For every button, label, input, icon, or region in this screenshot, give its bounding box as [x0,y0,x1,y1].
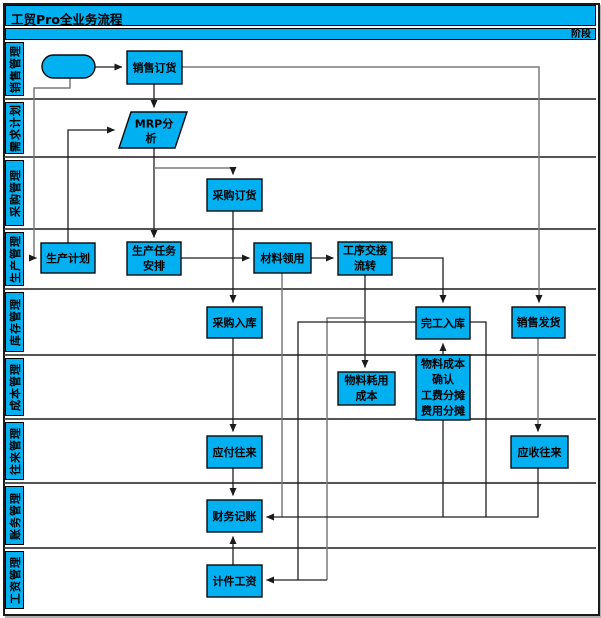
node-production-plan [40,242,96,274]
node-receivables-label: 应收往来 [518,445,563,459]
node-completion-receipt-label: 完工入库 [421,316,465,330]
node-bookkeeping-label: 财务记账 [212,509,257,523]
node-mrp-analysis-label-2: 析 [146,131,157,145]
node-mrp-analysis [118,111,188,149]
node-piece-wage-label: 计件工资 [213,574,257,588]
node-material-cost [337,371,396,406]
lane-label-payroll-mgmt: 工资管理 [5,551,24,609]
node-completion-receipt [415,306,471,340]
node-sales-delivery-label: 销售发货 [517,315,561,329]
node-cost-confirmation-label-2: 确认 [432,372,455,386]
stage-label: 阶段 [571,29,591,40]
node-purchase-order-label: 采购订货 [212,188,257,202]
edge-receivables-to-bookkeeping [266,468,539,521]
diagram-frame [3,3,600,616]
lane-label-cost-mgmt: 成本管理 [5,358,24,416]
node-production-task [126,241,182,276]
node-payables [206,435,263,469]
connectors [29,63,543,584]
node-purchase-order [206,178,263,212]
edge-mrp-to-purchase-order [154,167,237,175]
title-bar: 工贸Pro全业务流程 [5,5,596,27]
node-material-requisition [253,242,312,274]
lane-boundaries [4,98,596,549]
node-purchase-receipt [206,306,263,339]
nodes: 销售订货 MRP分 析 采购订货 生产计划 生产任务 安排 材料领用 工序交接 … [40,50,569,598]
lane-label-transaction-mgmt: 往来管理 [5,422,24,480]
page-title: 工贸Pro全业务流程 [11,12,123,27]
node-sales-order [126,50,183,85]
node-process-handover-label-2: 流转 [354,259,376,273]
node-sales-delivery [511,306,566,339]
node-material-requisition-label: 材料领用 [261,251,305,265]
edge-sales-order-to-sales-delivery [182,66,543,303]
node-purchase-receipt-label: 采购入库 [212,316,257,330]
node-process-handover [337,241,393,276]
lane-label-accounting-mgmt: 账务管理 [5,486,24,545]
lane-label-purchase-mgmt: 采购管理 [5,160,24,226]
node-cost-confirmation-label-4: 费用分摊 [421,404,465,418]
node-material-cost-label-1: 物料耗用 [345,373,389,387]
node-payables-label: 应付往来 [213,445,258,459]
node-production-plan-label: 生产计划 [46,251,90,265]
node-start-terminator [41,54,96,79]
edge-start-to-production-plan [29,78,71,262]
node-production-task-label-2: 安排 [143,259,165,273]
edge-completion-receipt-to-bookkeeping [470,321,487,517]
node-receivables [510,435,569,469]
edge-process-handover-to-completion-receipt [392,257,447,303]
node-cost-confirmation-label-1: 物料成本 [421,357,465,371]
node-material-cost-label-2: 成本 [356,389,378,403]
edge-production-plan-to-mrp [67,126,115,243]
node-sales-order-label: 销售订货 [133,61,177,75]
lane-label-production-mgmt: 生产管理 [5,232,24,286]
edge-process-handover-to-piece-wage [326,317,365,580]
lane-label-inventory-mgmt: 库存管理 [5,292,24,352]
node-production-task-label-1: 生产任务 [132,244,177,258]
node-process-handover-label-1: 工序交接 [343,243,387,257]
node-cost-confirmation [415,354,471,421]
lane-label-demand-plan: 需求计划 [5,102,24,154]
edge-completion-receipt-to-piece-wage [297,321,416,580]
node-cost-confirmation-label-3: 工费分摊 [421,388,465,402]
node-piece-wage [206,564,263,598]
stage-bar: 阶段 [5,28,596,40]
node-bookkeeping [206,499,263,533]
node-mrp-analysis-label-1: MRP分 [135,117,173,131]
lane-label-sales-mgmt: 销售管理 [5,42,24,96]
